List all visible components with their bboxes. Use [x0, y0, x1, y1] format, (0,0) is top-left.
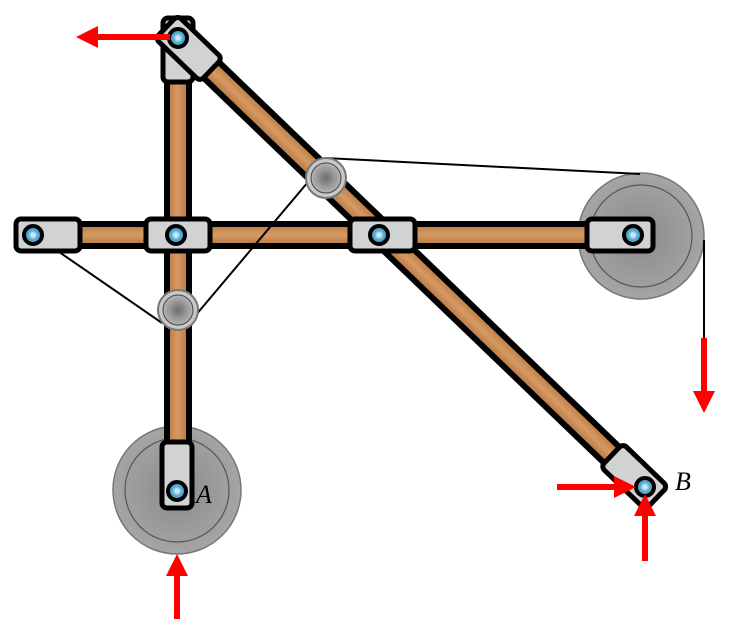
arrow-left-force — [76, 26, 170, 48]
horizontal-bar — [27, 221, 643, 249]
pin-middle — [368, 224, 390, 246]
diagonal-bar — [166, 25, 658, 500]
arrow-down-force — [693, 338, 715, 413]
arrow-b-vertical — [634, 494, 656, 561]
pin-right — [622, 224, 644, 246]
vertical-bar — [164, 47, 192, 493]
label-b: B — [675, 467, 691, 496]
pin-b — [634, 476, 656, 498]
arrow-a-vertical — [166, 554, 188, 619]
arrow-b-horizontal — [557, 476, 636, 498]
bracket-b — [600, 443, 669, 511]
small-pulley-upper — [305, 157, 347, 199]
pin-center — [165, 224, 187, 246]
pin-a — [166, 480, 188, 502]
small-pulley-lower — [157, 289, 199, 331]
label-a: A — [194, 480, 212, 509]
pin-left — [22, 224, 44, 246]
pin-top — [167, 27, 189, 49]
